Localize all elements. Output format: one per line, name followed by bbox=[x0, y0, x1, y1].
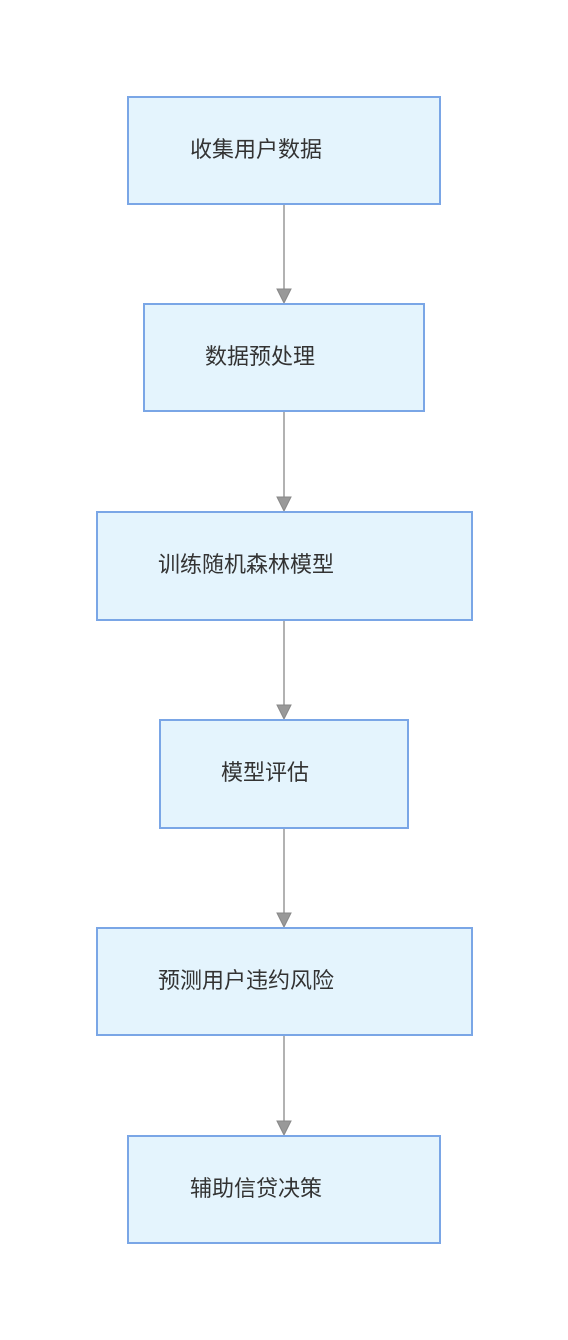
arrowhead-1-2 bbox=[276, 288, 292, 305]
step-label: 预测用户违约风险 bbox=[158, 968, 335, 994]
step-label: 模型评估 bbox=[221, 761, 310, 786]
arrowhead-5-6 bbox=[276, 1120, 292, 1137]
step-assist-credit-decision: 辅助信贷决策 bbox=[127, 1135, 441, 1244]
step-model-evaluation: 模型评估 bbox=[159, 719, 409, 829]
step-label: 收集用户数据 bbox=[190, 137, 323, 163]
step-collect-user-data: 收集用户数据 bbox=[127, 96, 441, 205]
step-label: 辅助信贷决策 bbox=[190, 1176, 323, 1202]
step-label: 数据预处理 bbox=[205, 344, 316, 370]
arrowhead-3-4 bbox=[276, 704, 292, 721]
step-train-random-forest: 训练随机森林模型 bbox=[96, 511, 473, 621]
arrowhead-2-3 bbox=[276, 496, 292, 513]
step-predict-default-risk: 预测用户违约风险 bbox=[96, 927, 473, 1036]
step-label: 训练随机森林模型 bbox=[158, 553, 335, 578]
step-data-preprocessing: 数据预处理 bbox=[143, 303, 425, 412]
arrowhead-4-5 bbox=[276, 912, 292, 929]
